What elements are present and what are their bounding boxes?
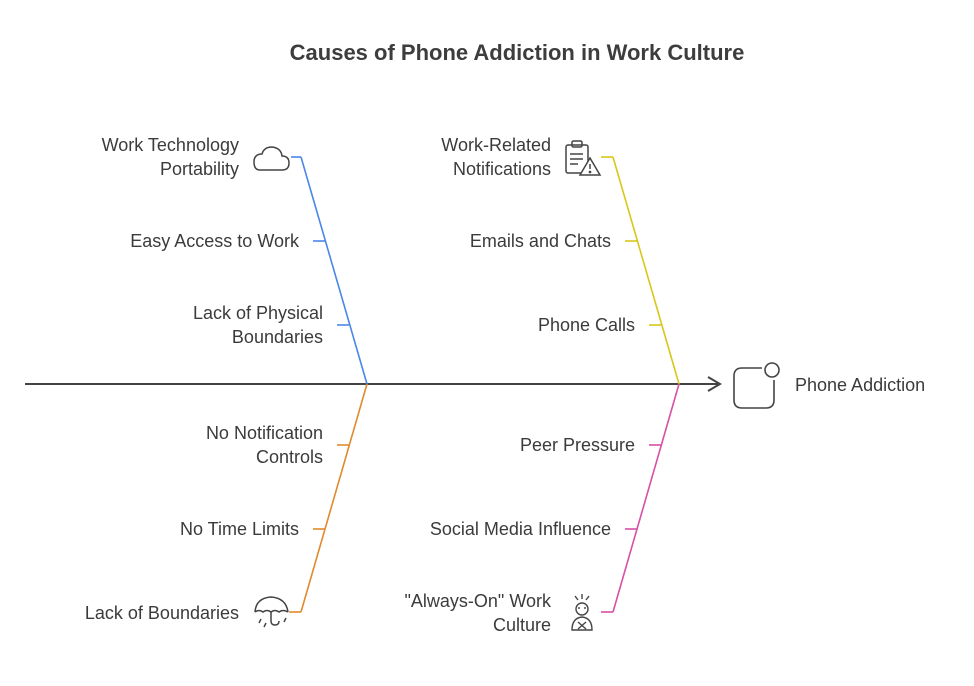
cause-label-line2: Culture xyxy=(492,615,551,635)
diagram-title: Causes of Phone Addiction in Work Cultur… xyxy=(289,40,745,65)
branch-upper-right xyxy=(601,156,680,385)
cause-label-line2: Portability xyxy=(159,159,239,179)
cause-label-line1: "Always-On" Work xyxy=(404,591,551,611)
cause-label-line1: Emails and Chats xyxy=(469,231,611,251)
cause-phone-calls: Phone Calls xyxy=(538,313,635,337)
cause-lack-of-physical-boundaries: Lack of Physical Boundaries xyxy=(193,301,323,349)
cause-label-line2: Controls xyxy=(255,447,323,467)
cause-label-line1: Lack of Boundaries xyxy=(84,603,239,623)
cause-work-related-notifications: Work-Related Notifications xyxy=(441,133,551,181)
cause-no-time-limits: No Time Limits xyxy=(180,517,299,541)
branch-lower-right xyxy=(601,383,680,613)
cloud-icon xyxy=(253,146,290,171)
cause-always-on-work-culture: "Always-On" Work Culture xyxy=(405,589,551,637)
clipboard-warning-icon xyxy=(565,140,602,176)
cause-emails-and-chats: Emails and Chats xyxy=(470,229,611,253)
cause-label-line1: Easy Access to Work xyxy=(130,231,299,251)
cause-lack-of-boundaries: Lack of Boundaries xyxy=(85,601,239,625)
cause-label-line1: No Time Limits xyxy=(179,519,299,539)
cause-work-technology-portability: Work Technology Portability xyxy=(102,133,239,181)
cause-label-line1: Work-Related xyxy=(441,135,551,155)
cause-label-line1: Social Media Influence xyxy=(429,519,611,539)
phone-addiction-icon xyxy=(733,362,780,409)
cause-easy-access-to-work: Easy Access to Work xyxy=(130,229,299,253)
cause-label-line2: Boundaries xyxy=(231,327,323,347)
branch-lower-left xyxy=(289,383,368,613)
cause-peer-pressure: Peer Pressure xyxy=(520,433,635,457)
cause-label-line2: Notifications xyxy=(452,159,551,179)
cause-label-line1: Work Technology xyxy=(101,135,239,155)
cause-label-line1: Lack of Physical xyxy=(192,303,323,323)
cause-label-line1: No Notification xyxy=(205,423,323,443)
spine-arrowhead xyxy=(707,376,722,392)
cause-label-line1: Phone Calls xyxy=(537,315,635,335)
effect-label: Phone Addiction xyxy=(795,375,926,395)
umbrella-rain-icon xyxy=(254,596,289,628)
cause-label-line1: Peer Pressure xyxy=(519,435,635,455)
cause-no-notification-controls: No Notification Controls xyxy=(206,421,323,469)
stressed-person-icon xyxy=(571,594,593,631)
branch-upper-left xyxy=(291,156,368,385)
cause-social-media-influence: Social Media Influence xyxy=(430,517,611,541)
